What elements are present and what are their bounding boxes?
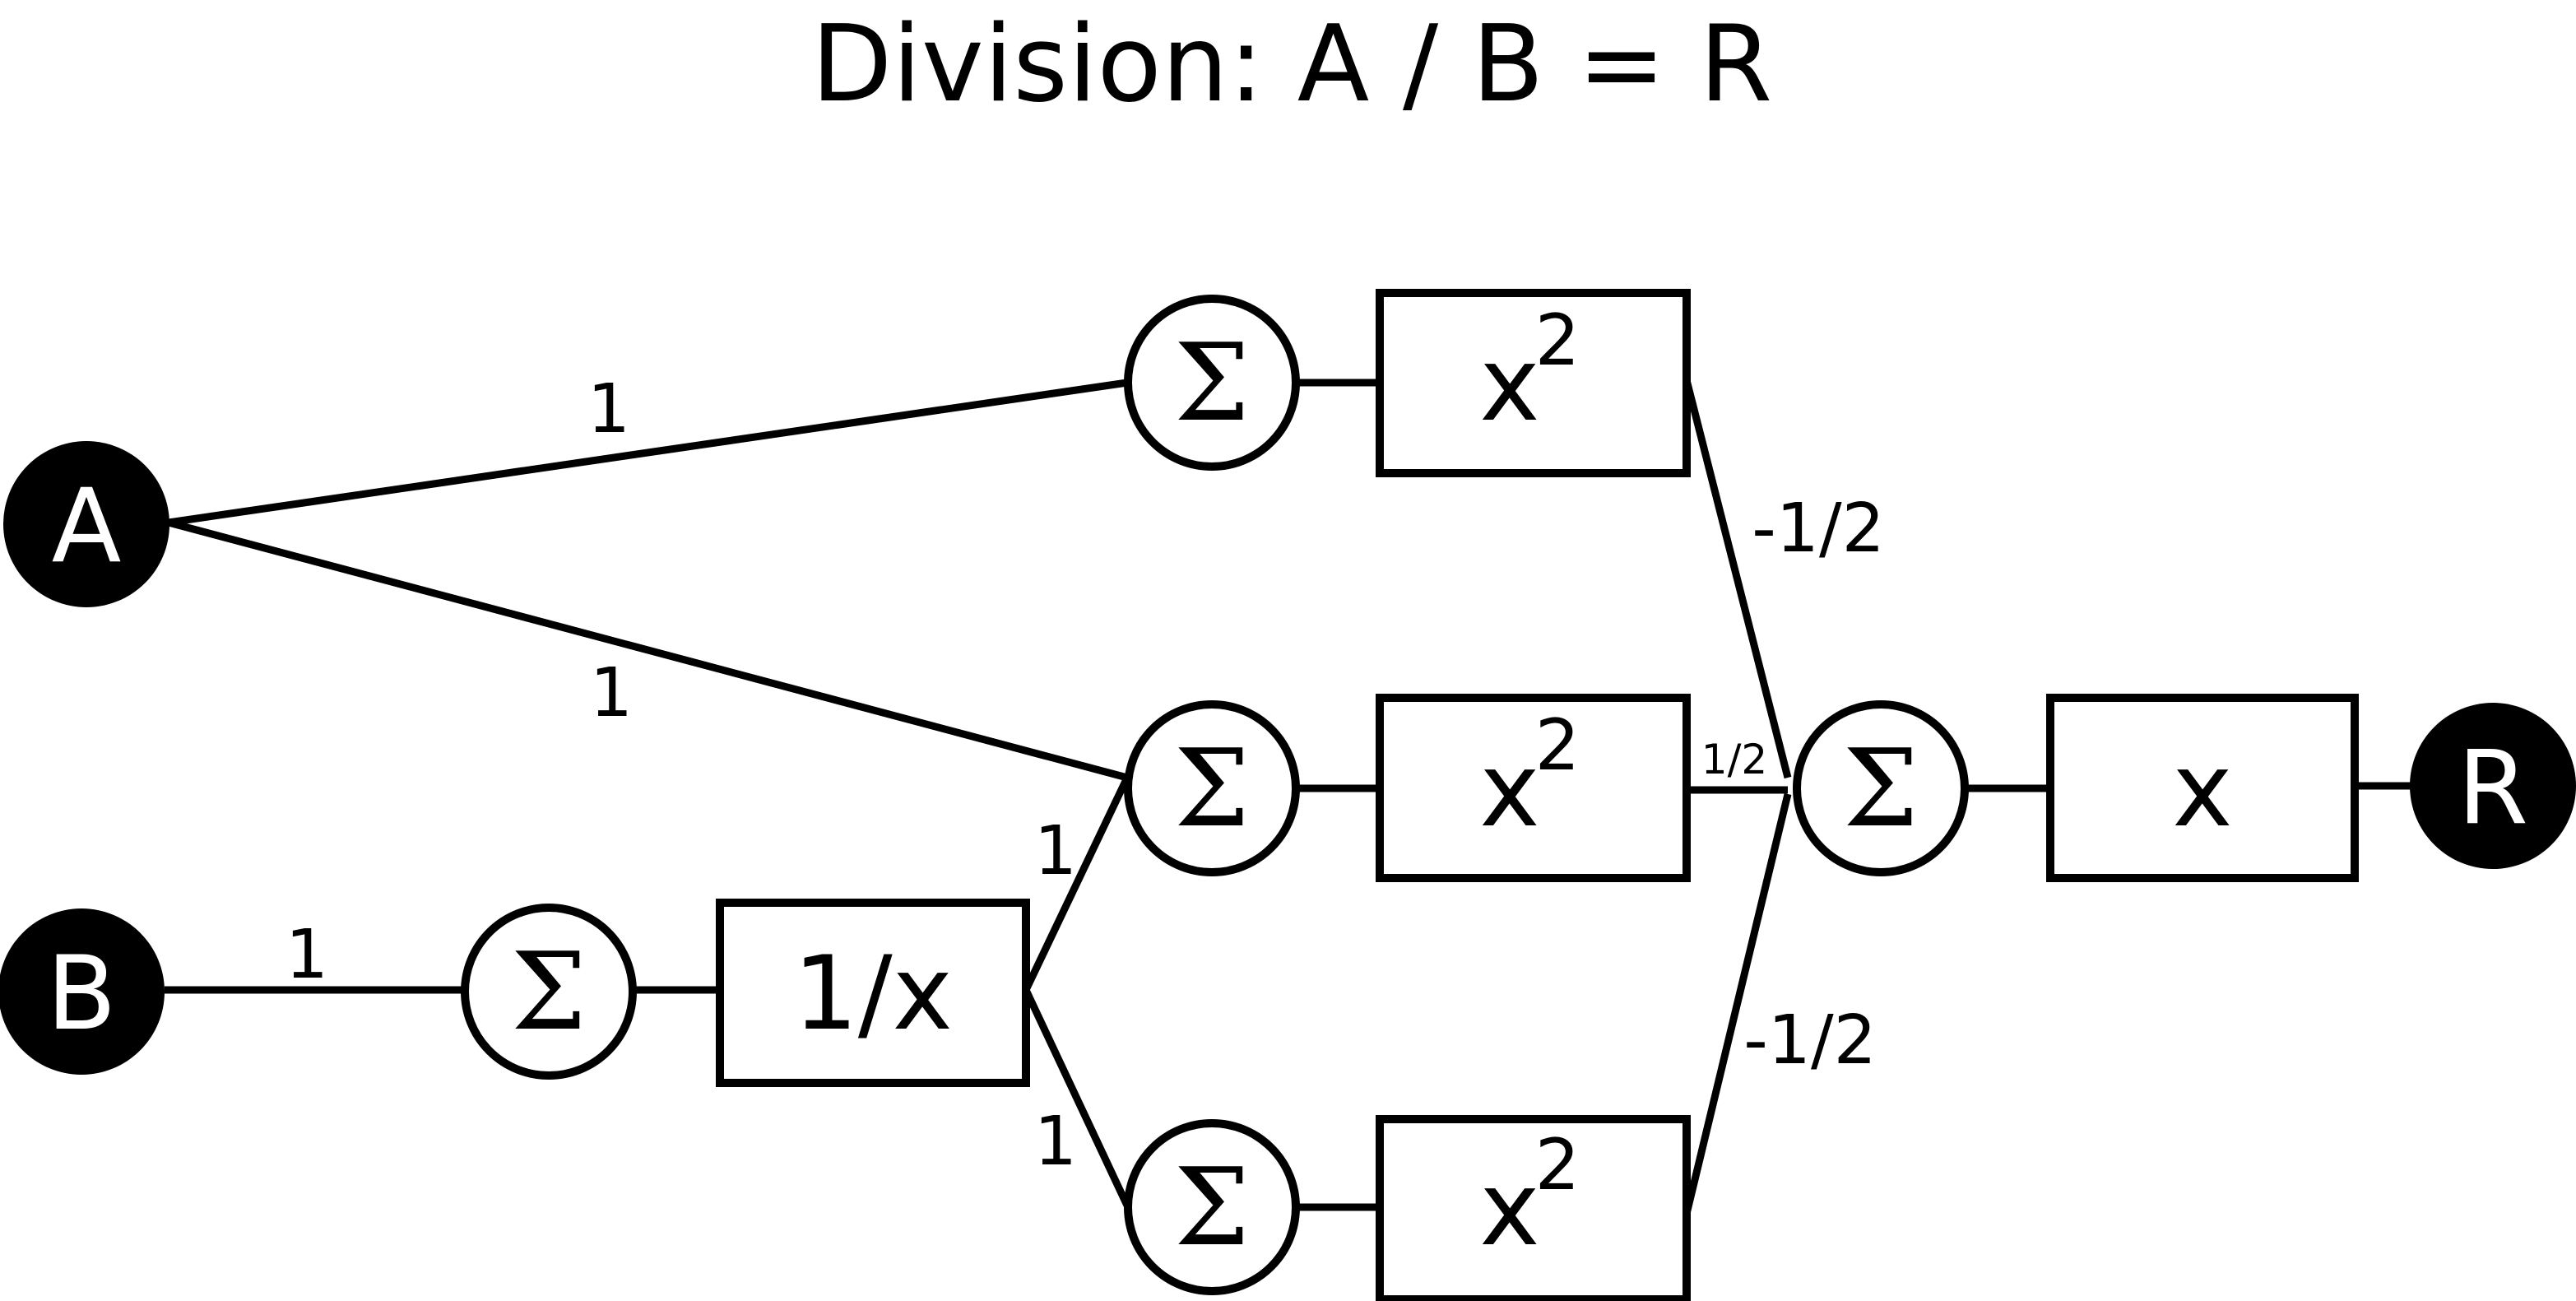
edge-bottom-square-to-out-sum bbox=[1683, 792, 1792, 1215]
weight-top-to-out: -1/2 bbox=[1752, 490, 1885, 568]
edge-a-to-top-sum bbox=[168, 379, 1128, 527]
input-node-b-label: B bbox=[46, 935, 116, 1053]
sum-node-b-circle bbox=[461, 904, 637, 1080]
sum-node-bottom-symbol: Σ bbox=[1174, 1145, 1250, 1270]
square-box-mid-exponent: 2 bbox=[1535, 704, 1580, 787]
square-box-top: x 2 bbox=[1376, 289, 1691, 477]
weight-b-to-sum: 1 bbox=[285, 916, 328, 994]
sum-node-top-symbol: Σ bbox=[1174, 320, 1250, 445]
reciprocal-label: 1/x bbox=[793, 935, 953, 1053]
edge-top-square-to-out-sum bbox=[1683, 379, 1792, 779]
weight-recip-to-mid: 1 bbox=[1034, 812, 1077, 890]
square-box-mid-frame bbox=[1376, 694, 1691, 882]
sum-node-mid-symbol: Σ bbox=[1174, 726, 1250, 851]
identity-label: x bbox=[2172, 732, 2232, 850]
edges bbox=[165, 379, 2415, 1215]
diagram-title: Division: A / B = R bbox=[811, 3, 1772, 126]
sum-node-bottom-circle bbox=[1124, 1119, 1300, 1295]
sum-node-out-circle bbox=[1793, 700, 1969, 876]
square-box-top-base: x bbox=[1479, 326, 1539, 444]
sum-node-bottom: Σ bbox=[1124, 1119, 1300, 1295]
square-box-top-frame bbox=[1376, 289, 1691, 477]
weight-recip-to-bottom: 1 bbox=[1034, 1103, 1077, 1181]
edge-reciprocal-to-bottom-sum bbox=[1022, 988, 1131, 1207]
sum-node-mid-circle bbox=[1124, 700, 1300, 876]
input-node-a: A bbox=[3, 441, 169, 607]
identity-box: x bbox=[2046, 694, 2359, 882]
input-node-b-circle bbox=[0, 908, 165, 1075]
sum-node-out: Σ bbox=[1793, 700, 1969, 876]
edge-weights: 1 1 1 1 1 -1/2 1/2 -1/2 bbox=[285, 370, 1885, 1181]
reciprocal-box-frame bbox=[716, 899, 1030, 1087]
identity-box-frame bbox=[2046, 694, 2359, 882]
sum-node-mid: Σ bbox=[1124, 700, 1300, 876]
sum-node-out-symbol: Σ bbox=[1843, 726, 1919, 851]
input-node-a-label: A bbox=[52, 467, 122, 586]
reciprocal-box: 1/x bbox=[716, 899, 1030, 1087]
square-box-mid: x 2 bbox=[1376, 694, 1691, 882]
weight-bottom-to-out: -1/2 bbox=[1743, 1001, 1877, 1080]
weight-a-to-top: 1 bbox=[587, 370, 630, 448]
weight-mid-to-out: 1/2 bbox=[1701, 736, 1767, 783]
edge-reciprocal-to-mid-sum bbox=[1022, 776, 1131, 992]
square-box-bottom: x 2 bbox=[1376, 1115, 1691, 1301]
input-node-a-circle bbox=[3, 441, 169, 607]
square-box-bottom-frame bbox=[1376, 1115, 1691, 1301]
square-box-bottom-exponent: 2 bbox=[1535, 1124, 1580, 1206]
output-node-r-label: R bbox=[2458, 729, 2528, 848]
square-box-bottom-base: x bbox=[1479, 1150, 1539, 1269]
weight-a-to-mid: 1 bbox=[590, 654, 633, 732]
edge-a-to-mid-sum bbox=[167, 518, 1129, 782]
square-box-mid-base: x bbox=[1479, 732, 1539, 850]
output-node-r-circle bbox=[2410, 703, 2576, 869]
output-node-r: R bbox=[2410, 703, 2576, 869]
square-box-top-exponent: 2 bbox=[1535, 300, 1580, 382]
input-node-b: B bbox=[0, 908, 165, 1075]
sum-node-top: Σ bbox=[1124, 295, 1300, 471]
sum-node-b: Σ bbox=[461, 904, 637, 1080]
sum-node-top-circle bbox=[1124, 295, 1300, 471]
sum-node-b-symbol: Σ bbox=[511, 929, 587, 1054]
